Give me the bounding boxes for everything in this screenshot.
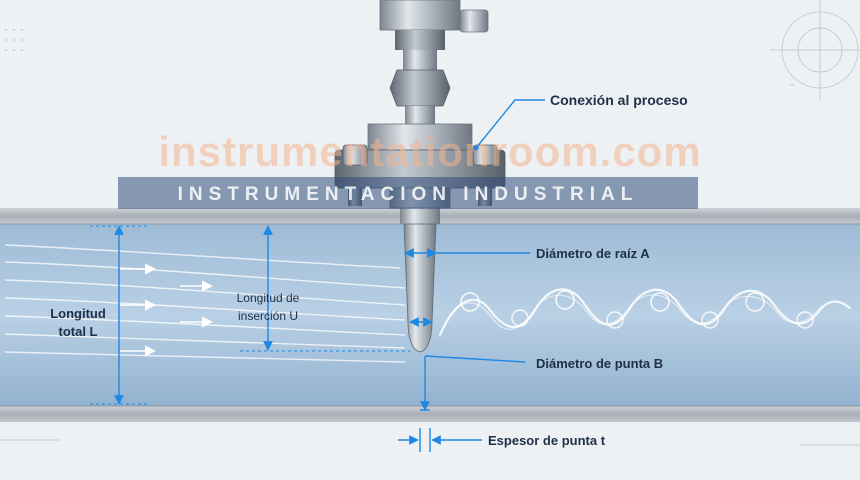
labels: Conexión al proceso Diámetro de raíz A D… <box>50 92 688 448</box>
root-diameter-label: Diámetro de raíz A <box>536 246 650 261</box>
watermark-subtitle: INSTRUMENTACION INDUSTRIAL <box>178 184 639 205</box>
background-decor <box>0 0 860 446</box>
watermark: instrumentationroom.com INSTRUMENTACION … <box>118 128 701 209</box>
pipe-bottom-wall <box>0 406 860 422</box>
dimension-lines <box>90 99 545 452</box>
watermark-domain: instrumentationroom.com <box>158 128 701 175</box>
total-length-label-line1: Longitud <box>50 306 106 321</box>
thermowell-stem <box>403 223 437 353</box>
insertion-length-label-line2: inserción U <box>238 309 298 323</box>
transmitter-stem <box>379 0 461 31</box>
side-port <box>459 9 489 33</box>
watermark-band <box>118 177 698 209</box>
insertion-length-label-line1: Longitud de <box>237 291 300 305</box>
process-connection-leader <box>475 99 545 149</box>
process-connection-label: Conexión al proceso <box>550 92 688 108</box>
flow-arrows <box>120 263 214 357</box>
tip-thickness-label: Espesor de punta t <box>488 433 606 448</box>
vortex-wake <box>438 288 852 337</box>
tip-diameter-label: Diámetro de punta B <box>536 356 663 371</box>
total-length-label-line2: total L <box>59 324 98 339</box>
flow-streamlines <box>4 244 406 363</box>
hex-nut <box>389 69 451 107</box>
